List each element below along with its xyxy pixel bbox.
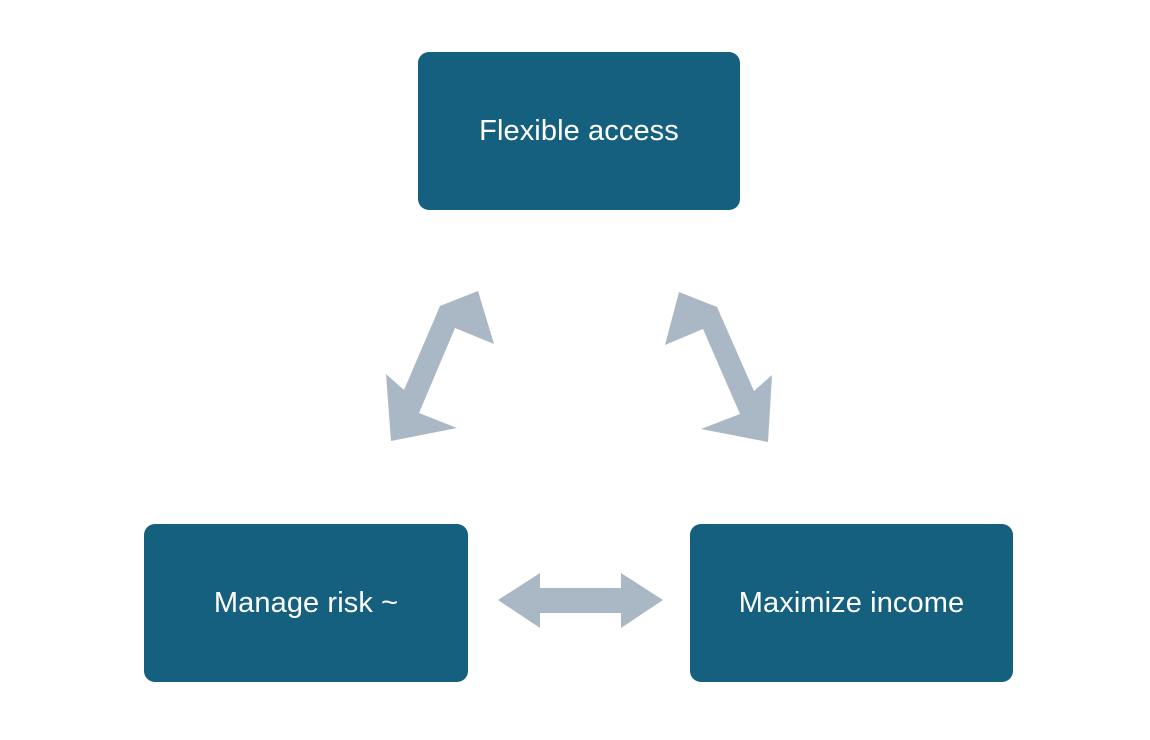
node-maximize-income[interactable]: Maximize income xyxy=(690,524,1013,682)
left-diagonal-double-arrow xyxy=(386,291,494,441)
node-manage-risk[interactable]: Manage risk ~ xyxy=(144,524,468,682)
bottom-horizontal-double-arrow xyxy=(498,573,663,628)
right-diagonal-double-arrow xyxy=(665,292,772,442)
node-label-manage-risk: Manage risk ~ xyxy=(213,586,399,619)
node-flexible-access[interactable]: Flexible access xyxy=(418,52,740,210)
node-label-flexible-access: Flexible access xyxy=(479,114,679,147)
node-label-maximize-income: Maximize income xyxy=(738,586,965,619)
